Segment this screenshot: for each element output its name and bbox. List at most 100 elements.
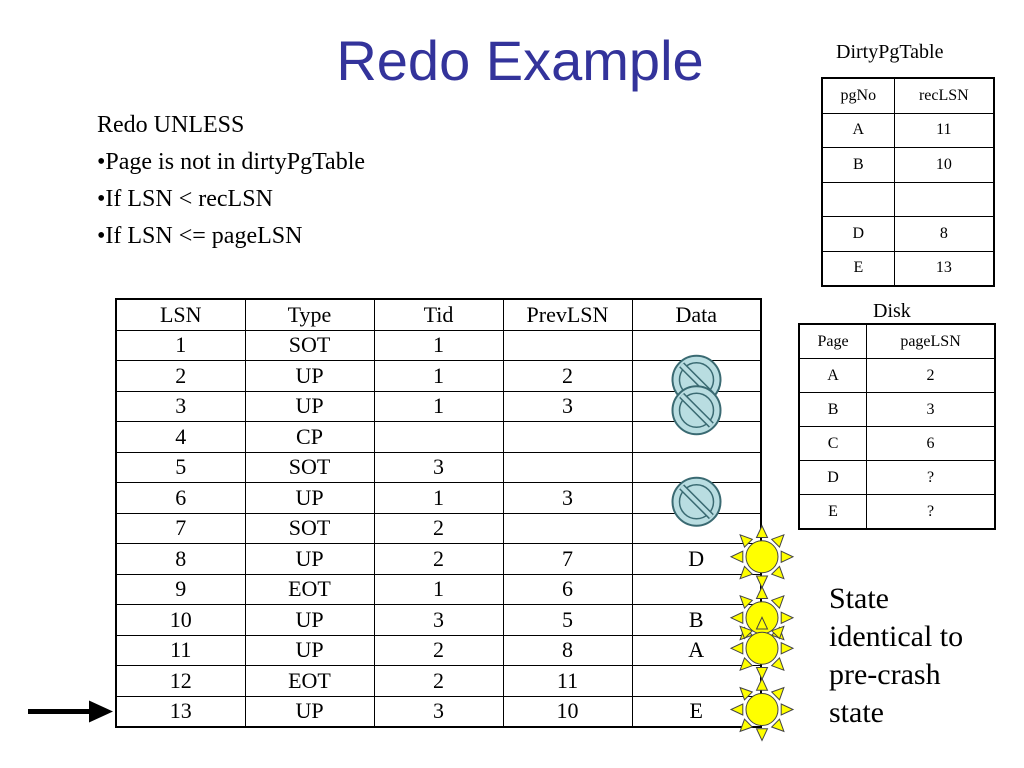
table-cell: 11 (893, 112, 995, 148)
log-cell: 3 (502, 390, 633, 422)
table-row: A 11 (821, 112, 995, 148)
log-cell: 1 (373, 329, 504, 361)
column-header: LSN (115, 298, 246, 331)
log-cell: UP (244, 482, 375, 514)
log-cell: 11 (502, 665, 633, 697)
table-cell: A (821, 112, 895, 148)
rule-item: •Page is not in dirtyPgTable (97, 149, 366, 175)
column-header: PrevLSN (502, 298, 633, 331)
log-cell: 6 (502, 573, 633, 605)
log-cell: EOT (244, 665, 375, 697)
log-cell: 11 (115, 634, 246, 666)
log-cell (502, 329, 633, 361)
log-cell: 8 (502, 634, 633, 666)
slide-title: Redo Example (336, 29, 704, 92)
log-cell: 3 (373, 451, 504, 483)
column-header: Data (631, 298, 762, 331)
log-cell: UP (244, 390, 375, 422)
table-row: D ? (798, 460, 996, 495)
log-cell: 5 (115, 451, 246, 483)
log-cell (373, 421, 504, 453)
log-cell: 13 (115, 695, 246, 728)
table-row: E 13 (821, 250, 995, 287)
log-cell: 3 (502, 482, 633, 514)
log-cell: 8 (115, 543, 246, 575)
log-cell (631, 512, 762, 544)
log-cell (502, 451, 633, 483)
redo-rules: Redo UNLESS •Page is not in dirtyPgTable… (97, 107, 365, 255)
log-cell: 2 (373, 665, 504, 697)
log-cell: UP (244, 360, 375, 392)
log-cell (631, 329, 762, 361)
dirty-table-caption: DirtyPgTable (836, 41, 944, 63)
table-cell: 10 (893, 147, 995, 183)
log-cell: 7 (502, 543, 633, 575)
log-cell: 1 (115, 329, 246, 361)
log-cell: SOT (244, 451, 375, 483)
log-cell: 7 (115, 512, 246, 544)
log-cell: 6 (115, 482, 246, 514)
table-row: B 10 (821, 147, 995, 183)
table-cell: D (798, 460, 868, 495)
rule-item: •If LSN <= pageLSN (97, 223, 303, 249)
column-header: Page (798, 323, 868, 359)
note-line: State (829, 582, 889, 615)
rule-item: •If LSN < recLSN (97, 186, 273, 212)
log-cell: 5 (502, 604, 633, 636)
log-cell: 2 (373, 543, 504, 575)
log-cell: 1 (373, 482, 504, 514)
table-row: D 8 (821, 216, 995, 252)
table-cell: E (798, 494, 868, 530)
table-cell: ? (866, 494, 996, 530)
table-header-row: LSN Type Tid PrevLSN Data (115, 298, 762, 331)
table-cell: 3 (866, 392, 996, 427)
log-cell: EOT (244, 573, 375, 605)
log-cell: 3 (373, 604, 504, 636)
log-cell: 12 (115, 665, 246, 697)
log-cell: A (631, 360, 762, 392)
note-line: state (829, 696, 884, 729)
column-header: recLSN (893, 77, 995, 114)
log-cell (631, 665, 762, 697)
table-cell: 2 (866, 358, 996, 393)
log-cell: SOT (244, 512, 375, 544)
log-cell (631, 451, 762, 483)
table-cell: E (821, 250, 895, 287)
column-header: pageLSN (866, 323, 996, 359)
table-cell: ? (866, 460, 996, 495)
rule-heading: Redo UNLESS (97, 112, 245, 138)
disk-table: Page pageLSN A 2 B 3 C 6 D ? E ? (798, 323, 996, 530)
log-cell: B (631, 604, 762, 636)
log-cell: 2 (115, 360, 246, 392)
note-line: pre-crash (829, 658, 941, 691)
table-cell: A (798, 358, 868, 393)
log-cell: 4 (115, 421, 246, 453)
table-row: E ? (798, 494, 996, 530)
column-header: Tid (373, 298, 504, 331)
table-header-row: Page pageLSN (798, 323, 996, 359)
table-row (821, 181, 995, 217)
log-cell (631, 573, 762, 605)
state-note: State identical to pre-crash state (829, 580, 963, 732)
table-row: C 6 (798, 426, 996, 461)
column-header: Type (244, 298, 375, 331)
log-cell: SOT (244, 329, 375, 361)
log-cell: 1 (373, 390, 504, 422)
disk-caption: Disk (873, 300, 911, 322)
table-row: B 3 (798, 392, 996, 427)
table-cell (821, 181, 895, 217)
log-cell: B (631, 390, 762, 422)
table-cell (893, 181, 995, 217)
